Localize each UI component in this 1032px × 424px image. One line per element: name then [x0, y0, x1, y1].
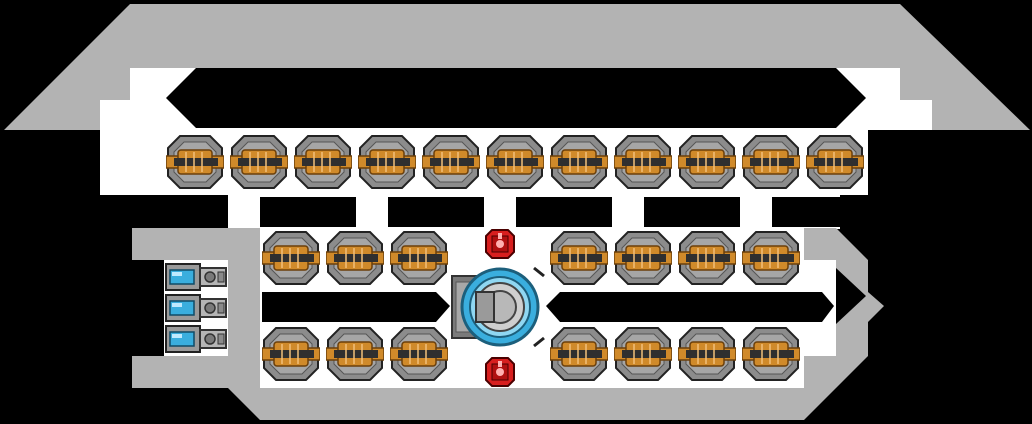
cannon-turret-icon[interactable]: [486, 134, 544, 190]
cannon-turret-icon[interactable]: [614, 134, 672, 190]
cannon-turret-icon[interactable]: [230, 134, 288, 190]
cannon-turret-icon[interactable]: [614, 326, 672, 382]
cannon-turret-icon[interactable]: [550, 230, 608, 286]
cannon-turret-icon[interactable]: [742, 326, 800, 382]
right-corridor: [546, 292, 834, 322]
cannon-turret-icon[interactable]: [550, 134, 608, 190]
cannon-turret-icon[interactable]: [294, 134, 352, 190]
cannon-turret-icon[interactable]: [358, 134, 416, 190]
cannon-turret-icon[interactable]: [678, 134, 736, 190]
cannon-turret-icon[interactable]: [742, 134, 800, 190]
cannon-turret-icon[interactable]: [262, 326, 320, 382]
battery-icon[interactable]: [164, 324, 228, 354]
cannon-turret-icon[interactable]: [390, 326, 448, 382]
battery-icon[interactable]: [164, 262, 228, 292]
cannon-turret-icon[interactable]: [326, 230, 384, 286]
upper-slot: [166, 68, 866, 128]
cannon-turret-icon[interactable]: [390, 230, 448, 286]
cannon-turret-icon[interactable]: [614, 230, 672, 286]
battery-icon[interactable]: [164, 293, 228, 323]
shield-core-icon[interactable]: [450, 262, 546, 352]
upper-hull: [4, 4, 1030, 130]
cannon-turret-icon[interactable]: [550, 326, 608, 382]
cannon-turret-icon[interactable]: [806, 134, 864, 190]
cannon-turret-icon[interactable]: [262, 230, 320, 286]
cannon-turret-icon[interactable]: [422, 134, 480, 190]
cannon-turret-icon[interactable]: [678, 326, 736, 382]
cannon-turret-icon[interactable]: [326, 326, 384, 382]
red-mine-icon[interactable]: [484, 228, 516, 260]
cannon-turret-icon[interactable]: [742, 230, 800, 286]
lower-hull: [132, 228, 884, 420]
cannon-turret-icon[interactable]: [166, 134, 224, 190]
cannon-turret-icon[interactable]: [678, 230, 736, 286]
left-corridor: [262, 292, 450, 322]
red-mine-icon[interactable]: [484, 356, 516, 388]
